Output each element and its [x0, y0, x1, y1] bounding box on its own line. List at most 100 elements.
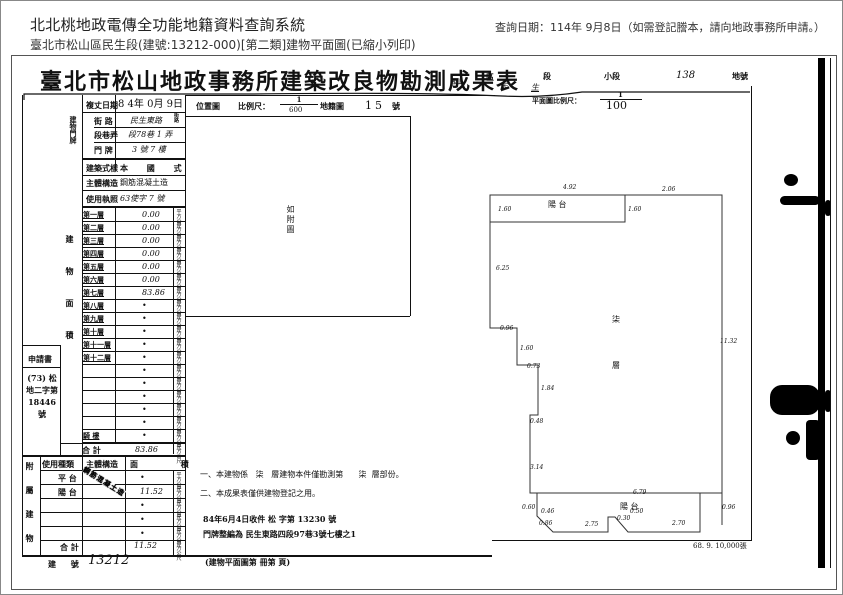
subsection-label: 小段	[604, 71, 620, 81]
row-line	[82, 247, 185, 248]
row-line	[82, 429, 185, 430]
floor-label: 第八層	[83, 301, 104, 310]
floor-area-unit: 平方公尺	[176, 313, 182, 334]
accessory-col-area: 面 積	[130, 459, 209, 469]
accessory-group-label: 附屬建物	[25, 462, 35, 558]
form-title: 臺北市松山地政事務所建築改良物勘測成果表	[40, 69, 521, 95]
main-floor-label: 柒	[612, 315, 620, 324]
left-border-lower	[22, 455, 23, 555]
location-scale-num: 1	[296, 95, 302, 104]
accessory-unit: 平方公尺	[176, 514, 182, 535]
row-line	[94, 127, 185, 128]
accessory-area: •	[140, 473, 145, 482]
floor-label: 第九層	[83, 314, 104, 323]
scanned-document	[11, 55, 837, 590]
floor-area-unit: 平方公尺	[176, 417, 182, 438]
floor-area-value: 0.00	[142, 236, 160, 245]
floor-label: 第五層	[83, 262, 104, 271]
floor-area-value: 0.00	[142, 210, 160, 219]
row-line	[82, 364, 185, 365]
row-line	[82, 260, 185, 261]
permit-value: 63使字 7 號	[120, 194, 165, 203]
floor-area-unit: 平方公尺	[176, 326, 182, 347]
lane-label: 段巷弄	[94, 130, 118, 140]
floor-label: 第二層	[83, 223, 104, 232]
row-line	[82, 221, 185, 222]
total-value: 83.86	[135, 445, 158, 454]
row-line	[82, 286, 185, 287]
floor-area-value: 0.00	[142, 249, 160, 258]
district-handwritten: 松山	[451, 79, 464, 86]
floor-area-unit: 平方公尺	[176, 287, 182, 308]
number-label: 門 牌	[94, 145, 113, 155]
structure-value: 鋼筋混凝土造	[120, 178, 168, 187]
accessory-total-value: 11.52	[134, 541, 157, 550]
note-1-floor: 柒	[255, 470, 264, 479]
row-line	[82, 312, 185, 313]
floor-plan-drawing	[489, 194, 723, 533]
lane-value: 段78巷 1 弄	[128, 130, 173, 139]
accessory-col-use: 使用種類	[42, 459, 74, 469]
dimension-label: 0.46	[541, 508, 555, 515]
dimension-label: 2.75	[585, 521, 599, 528]
floor-area-value: 0.00	[142, 275, 160, 284]
dimension-label: 0.96	[722, 504, 736, 511]
page-reference: (建物平面圖第 冊第 頁)	[205, 557, 291, 567]
row-line	[94, 142, 185, 143]
row-line	[40, 540, 185, 541]
scan-binding-edge	[818, 58, 825, 568]
dimension-label: 6.79	[633, 489, 647, 496]
floor-plan-scale-num: 1	[618, 90, 623, 99]
note-1-floor-2: 柒	[358, 470, 367, 479]
accessory-use: 平 台	[58, 473, 77, 483]
dimension-label: 0.60	[522, 504, 536, 511]
row-line	[82, 112, 185, 113]
dimension-label: 3.14	[530, 464, 544, 471]
floor-plan-scale-label: 平面圖比例尺：	[532, 96, 581, 105]
note-1-prefix: 一、本建物係	[200, 470, 248, 479]
accessory-unit: 平方公尺	[176, 528, 182, 549]
row-line	[40, 512, 185, 513]
scan-artifact	[825, 390, 831, 412]
floor-label: 騎 樓	[83, 431, 100, 440]
district-label: 區	[486, 72, 494, 82]
floor-label: 第十一層	[83, 340, 111, 349]
floor-label: 第三層	[83, 236, 104, 245]
row-line	[40, 526, 185, 527]
main-floor-suffix: 層	[612, 361, 620, 370]
row-line	[82, 175, 185, 176]
building-number-label: 建 號	[48, 559, 85, 569]
floor-area-unit: 平方公尺	[176, 248, 182, 269]
fraction-line	[280, 104, 318, 105]
floor-area-value: •	[142, 301, 147, 310]
dimension-label: 1.84	[541, 385, 555, 392]
street-label: 街 路	[94, 116, 113, 126]
street-suffix: 街路	[174, 113, 180, 124]
floor-label: 第十二層	[83, 353, 111, 362]
col-line-floor	[115, 206, 116, 443]
floor-area-unit: 平方公尺	[176, 365, 182, 386]
floor-area-unit: 平方公尺	[176, 235, 182, 256]
printing-mark: 68. 9. 10,000張	[693, 542, 747, 550]
accessory-unit: 平方公尺	[176, 472, 182, 493]
header-divider	[23, 91, 750, 100]
floor-area-unit: 平方公尺	[176, 378, 182, 399]
row-line	[185, 316, 410, 317]
floor-area-unit: 平方公尺	[176, 261, 182, 282]
accessory-total-label: 合 計	[60, 542, 79, 552]
area-section-label: 建物面積	[65, 235, 75, 363]
row-line	[82, 416, 185, 417]
floor-area-value: •	[142, 418, 147, 427]
fraction-line	[600, 99, 642, 100]
document-subtitle: 臺北市松山區民生段(建號:13212-000)[第二類]建物平面圖(已縮小列印)	[30, 38, 416, 52]
address-renumber-stamp: 門牌整編為 民生東路四段97巷3號七樓之1	[203, 529, 357, 539]
lot-number: 138	[676, 70, 696, 81]
dimension-label: 6.25	[496, 265, 510, 272]
location-map-label: 位置圖	[196, 101, 220, 111]
dimension-label: 0.96	[500, 325, 514, 332]
structure-label: 主體構造	[86, 178, 118, 188]
floor-area-value: 0.00	[142, 262, 160, 271]
left-border	[22, 95, 23, 463]
total-label: 合 計	[82, 445, 101, 455]
row-line	[82, 377, 185, 378]
